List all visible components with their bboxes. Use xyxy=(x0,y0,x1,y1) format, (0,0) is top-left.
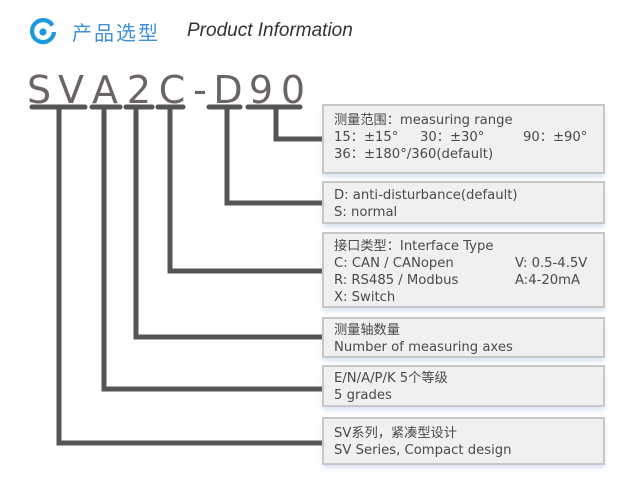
connector-axes xyxy=(133,107,325,340)
box-grades: E/N/A/P/K 5个等级 5 grades xyxy=(322,365,605,407)
connector-interface xyxy=(167,107,325,274)
range-36: 36：±180°/360(default) xyxy=(334,147,494,162)
range-90: 90：±90° xyxy=(523,130,588,145)
ring-dot-icon xyxy=(29,18,57,45)
connector-grades xyxy=(101,107,325,392)
range-30: 30：±30° xyxy=(420,130,485,145)
grades-en: 5 grades xyxy=(334,388,392,403)
interface-voltage: V: 0.5-4.5V xyxy=(515,256,588,271)
disturbance-d: D: anti-disturbance(default) xyxy=(334,188,518,203)
connector-disturbance xyxy=(224,107,325,206)
box-anti-disturbance: D: anti-disturbance(default) S: normal xyxy=(322,181,605,224)
connector-series xyxy=(56,107,325,446)
axes-en: Number of measuring axes xyxy=(334,340,513,355)
connector-range xyxy=(273,107,325,142)
disturbance-s: S: normal xyxy=(334,205,398,220)
range-15: 15：±15° xyxy=(334,130,399,145)
box-measuring-axes: 测量轴数量 Number of measuring axes xyxy=(322,317,605,358)
interface-switch: X: Switch xyxy=(334,290,396,305)
interface-title: 接口类型：Interface Type xyxy=(334,239,494,254)
title-english: Product Information xyxy=(187,20,353,41)
axes-cn: 测量轴数量 xyxy=(334,323,400,338)
grades-cn: E/N/A/P/K 5个等级 xyxy=(334,371,448,386)
interface-current: A:4-20mA xyxy=(515,273,581,288)
box-interface-type: 接口类型：Interface Type C: CAN / CANopen V: … xyxy=(322,232,605,308)
code-char-dash: - xyxy=(193,68,207,112)
box-series: SV系列，紧凑型设计 SV Series, Compact design xyxy=(322,417,605,465)
box-measuring-range: 测量范围：measuring range 15：±15° 30：±30° 90：… xyxy=(322,104,605,174)
header: 产品选型 Product Information xyxy=(0,0,631,60)
title-chinese: 产品选型 xyxy=(72,21,160,45)
series-en: SV Series, Compact design xyxy=(334,443,512,458)
interface-rs485: R: RS485 / Modbus xyxy=(334,273,459,288)
series-cn: SV系列，紧凑型设计 xyxy=(334,426,457,441)
range-title: 测量范围：measuring range xyxy=(334,113,513,128)
interface-can: C: CAN / CANopen xyxy=(334,256,454,271)
